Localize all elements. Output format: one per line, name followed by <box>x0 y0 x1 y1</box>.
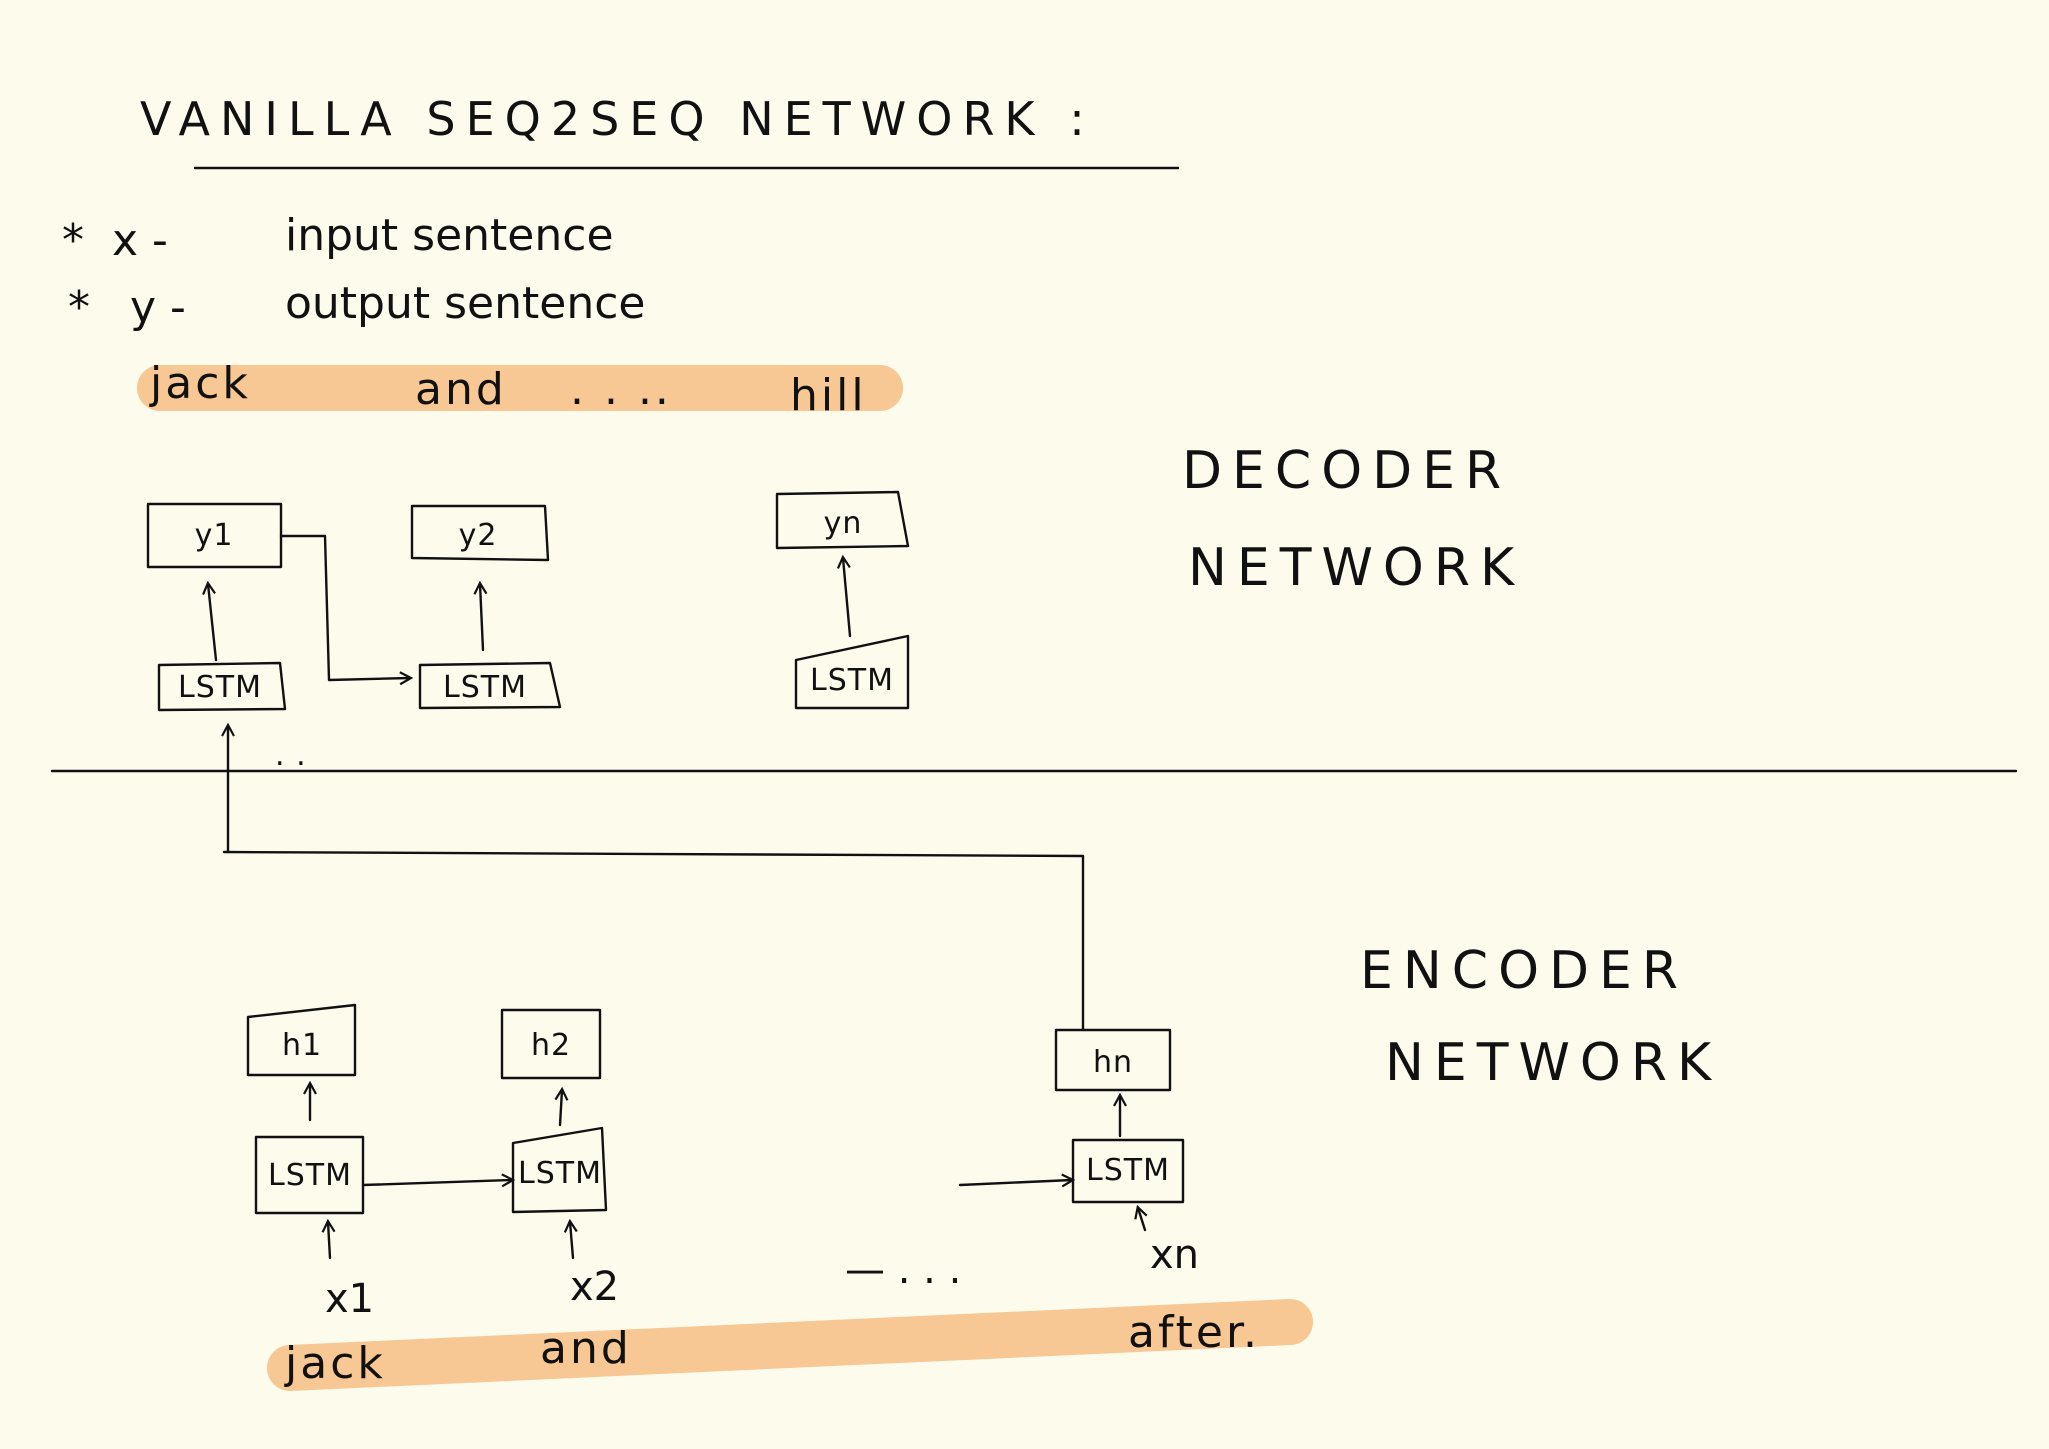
decoder-recurrent-arrow <box>279 534 410 680</box>
decoder-output-y2-box <box>410 504 550 562</box>
encoder-lstm-cell: LSTM <box>254 1135 365 1215</box>
bullet-item: * y - output sentence <box>68 278 645 333</box>
encoder-lstm-label: LSTM <box>268 1158 352 1193</box>
encoder-label-line2: NETWORK <box>1385 1033 1721 1093</box>
bullet-mark: * <box>68 282 90 333</box>
decoder-output-box: yn <box>775 490 910 550</box>
encoder-label-line1: ENCODER <box>1360 941 1688 1001</box>
bullet-symbol: x - <box>112 215 168 266</box>
encoder-lstm-cell: LSTM <box>511 1126 608 1214</box>
encoder-hidden-hn-box <box>1054 1028 1172 1092</box>
bullet-text: output sentence <box>285 278 645 329</box>
page-title: VANILLA SEQ2SEQ NETWORK : <box>140 92 1095 146</box>
decoder-up-arrow <box>208 584 218 662</box>
decoder-output-y1: y1 <box>195 518 234 553</box>
input-word-second: and <box>540 1323 632 1374</box>
encoder-hidden-h2-box <box>500 1008 602 1080</box>
bullet-mark: * <box>62 215 84 266</box>
encoder-lstm-box <box>1071 1138 1185 1204</box>
input-sentence: jack and after. <box>267 1299 1313 1391</box>
context-vector-line <box>222 850 1085 1032</box>
decoder-label-line2: NETWORK <box>1188 538 1524 598</box>
bullet-text: input sentence <box>285 210 614 261</box>
output-dots: . . .. <box>570 364 672 415</box>
encoder-hidden-h2: h2 <box>531 1028 571 1063</box>
decoder-lstm-cell: LSTM <box>418 661 562 710</box>
encoder-input-xn: xn <box>1150 1232 1199 1278</box>
decoder-lstm-label: LSTM <box>178 670 262 705</box>
decoder-output-box: y2 <box>410 504 550 562</box>
encoder-hidden-box: hn <box>1054 1028 1172 1092</box>
encoder-lstm-cell: LSTM <box>1071 1138 1185 1204</box>
encoder-hidden-box: h1 <box>246 1003 357 1077</box>
encoder-hidden-h1: h1 <box>282 1028 322 1063</box>
encoder-input-arrow <box>1138 1208 1145 1232</box>
decoder-output-yn: yn <box>824 506 863 541</box>
decoder-lstm-label: LSTM <box>810 663 894 698</box>
encoder-input-arrow <box>328 1222 330 1260</box>
decoder-lstm-label: LSTM <box>443 670 527 705</box>
bullet-list: * x - input sentence * y - output senten… <box>62 210 645 333</box>
decoder-output-box: y1 <box>146 502 283 569</box>
bullet-item: * x - input sentence <box>62 210 614 266</box>
encoder-lstm-label: LSTM <box>518 1156 602 1191</box>
encoder-input-x1: x1 <box>325 1276 374 1322</box>
decoder-up-arrow <box>843 558 852 638</box>
input-word-last: after. <box>1128 1307 1260 1358</box>
encoder-hidden-h1-box <box>246 1003 357 1077</box>
decoder-label-line1: DECODER <box>1182 441 1511 501</box>
encoder-recurrent-arrow <box>958 1180 1072 1185</box>
decoder-lstm-box <box>418 661 562 710</box>
encoder-lstm-label: LSTM <box>1086 1153 1170 1188</box>
decoder-up-arrow <box>480 584 483 652</box>
decoder-lstm-box <box>794 634 910 710</box>
encoder-network: h1 h2 hn LSTM LSTM LSTM x1 <box>246 1003 1199 1322</box>
decoder-output-yn-box <box>775 490 910 550</box>
decoder-trailing-dots: . . <box>275 738 307 773</box>
output-sentence: jack and . . .. hill <box>137 358 903 421</box>
input-word-first: jack <box>284 1338 386 1389</box>
decoder-lstm-cell: LSTM <box>157 661 287 712</box>
encoder-up-arrow <box>560 1090 562 1127</box>
encoder-ellipsis: — . . . <box>845 1247 961 1293</box>
encoder-input-arrow <box>570 1222 573 1260</box>
decoder-lstm-box <box>157 661 287 712</box>
input-highlight <box>267 1299 1313 1391</box>
encoder-recurrent-arrow <box>361 1180 512 1185</box>
decoder-lstm-cell: LSTM <box>794 634 910 710</box>
encoder-lstm-box <box>511 1126 608 1214</box>
decoder-output-y2: y2 <box>459 518 498 553</box>
encoder-lstm-box <box>254 1135 365 1215</box>
output-word-first: jack <box>149 358 251 409</box>
output-word-second: and <box>415 364 507 415</box>
encoder-hidden-hn: hn <box>1093 1045 1133 1080</box>
bullet-symbol: y - <box>130 282 186 333</box>
encoder-input-x2: x2 <box>570 1264 619 1310</box>
output-word-last: hill <box>790 370 867 421</box>
encoder-hidden-box: h2 <box>500 1008 602 1080</box>
decoder-network: y1 y2 yn LSTM LSTM LSTM . . <box>146 490 910 773</box>
